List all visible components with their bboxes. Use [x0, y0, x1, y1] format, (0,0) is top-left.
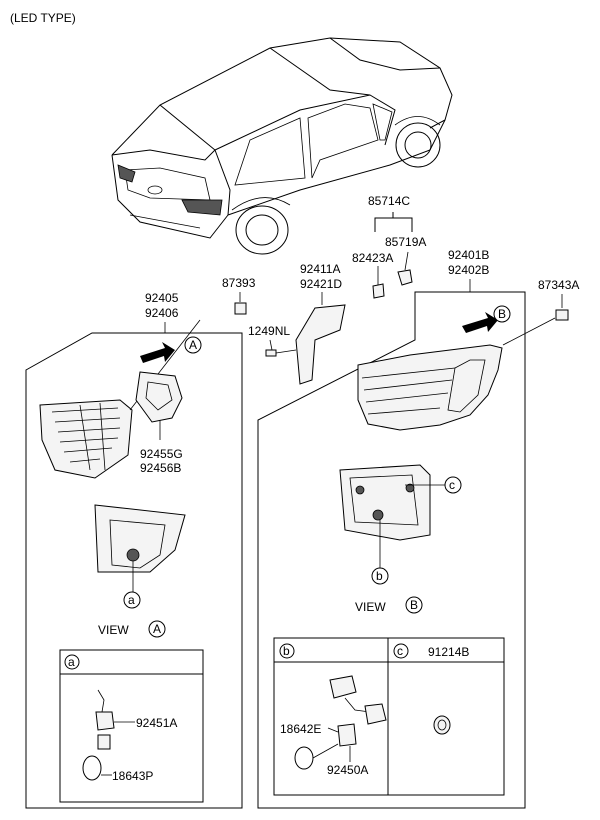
callout-B: B	[498, 307, 506, 321]
callout-B-circle	[493, 305, 511, 323]
detail-box-bc	[273, 637, 505, 796]
outer-lamp-back	[339, 464, 431, 541]
clip-82423A	[372, 283, 385, 299]
part-label-92421D: 92421D	[300, 277, 342, 291]
outer-lamp-frame	[257, 291, 526, 809]
part-label-92455G: 92455G	[140, 447, 183, 461]
part-label-1249NL: 1249NL	[248, 324, 290, 338]
callout-a: a	[128, 593, 135, 607]
callout-c-circle	[444, 476, 462, 494]
callout-c: c	[449, 478, 455, 492]
leader-85714C	[374, 217, 413, 232]
part-label-92451A: 92451A	[136, 716, 177, 730]
bulb-socket-a	[126, 548, 140, 562]
callout-A: A	[189, 338, 197, 352]
clip-85719A	[397, 269, 413, 286]
view-A-label: VIEW	[98, 623, 129, 637]
detail-b-callout: b	[283, 644, 290, 658]
part-label-92402B: 92402B	[448, 263, 489, 277]
detail-a-callout: a	[68, 655, 75, 669]
view-A-callout: A	[153, 622, 161, 636]
arrow-icon	[462, 312, 498, 333]
part-label-85719A: 85719A	[385, 235, 426, 249]
inner-tail-lamp	[39, 399, 133, 479]
part-label-87343A: 87343A	[538, 278, 579, 292]
socket-92450A-3	[337, 723, 357, 747]
socket-92450A-1	[329, 675, 357, 699]
bulb-socket-b	[372, 509, 384, 521]
part-label-91214B: 91214B	[428, 645, 469, 659]
bulb-91214B	[433, 715, 451, 735]
part-label-18643P: 18643P	[112, 769, 153, 783]
socket-92451A	[95, 711, 115, 731]
part-label-18642E: 18642E	[280, 722, 321, 736]
gasket-92455G	[135, 371, 183, 423]
part-label-92406: 92406	[145, 306, 179, 320]
callout-b-circle	[371, 567, 389, 585]
view-B-callout: B	[410, 598, 418, 612]
part-label-92450A: 92450A	[327, 763, 368, 777]
part-label-92405: 92405	[145, 291, 179, 305]
vehicle-illustration	[111, 37, 453, 255]
bulb-18643P	[82, 755, 102, 781]
outer-tail-lamp	[357, 344, 503, 431]
part-label-85714C: 85714C	[368, 194, 410, 208]
diagram-title: (LED TYPE)	[10, 11, 76, 25]
nut-87393	[234, 302, 247, 315]
arrow-icon	[140, 342, 175, 363]
view-B-label: VIEW	[355, 600, 386, 614]
nut-87343A	[555, 309, 569, 321]
detail-c-callout: c	[397, 644, 403, 658]
inner-lamp-back	[94, 504, 186, 573]
screw-1249NL	[265, 349, 277, 357]
callout-b: b	[376, 569, 383, 583]
part-label-92456B: 92456B	[140, 461, 181, 475]
mounting-bracket	[295, 304, 346, 385]
callout-A-circle	[184, 336, 202, 354]
inner-lamp-frame	[25, 332, 243, 809]
part-label-92401B: 92401B	[448, 248, 489, 262]
callout-a-circle	[123, 591, 141, 609]
socket-92450A-2	[364, 703, 387, 725]
bulb-18642E	[294, 746, 314, 770]
part-label-92411A: 92411A	[300, 262, 340, 276]
part-label-87393: 87393	[222, 276, 256, 290]
part-label-82423A: 82423A	[352, 251, 393, 265]
detail-box-a	[59, 649, 204, 803]
